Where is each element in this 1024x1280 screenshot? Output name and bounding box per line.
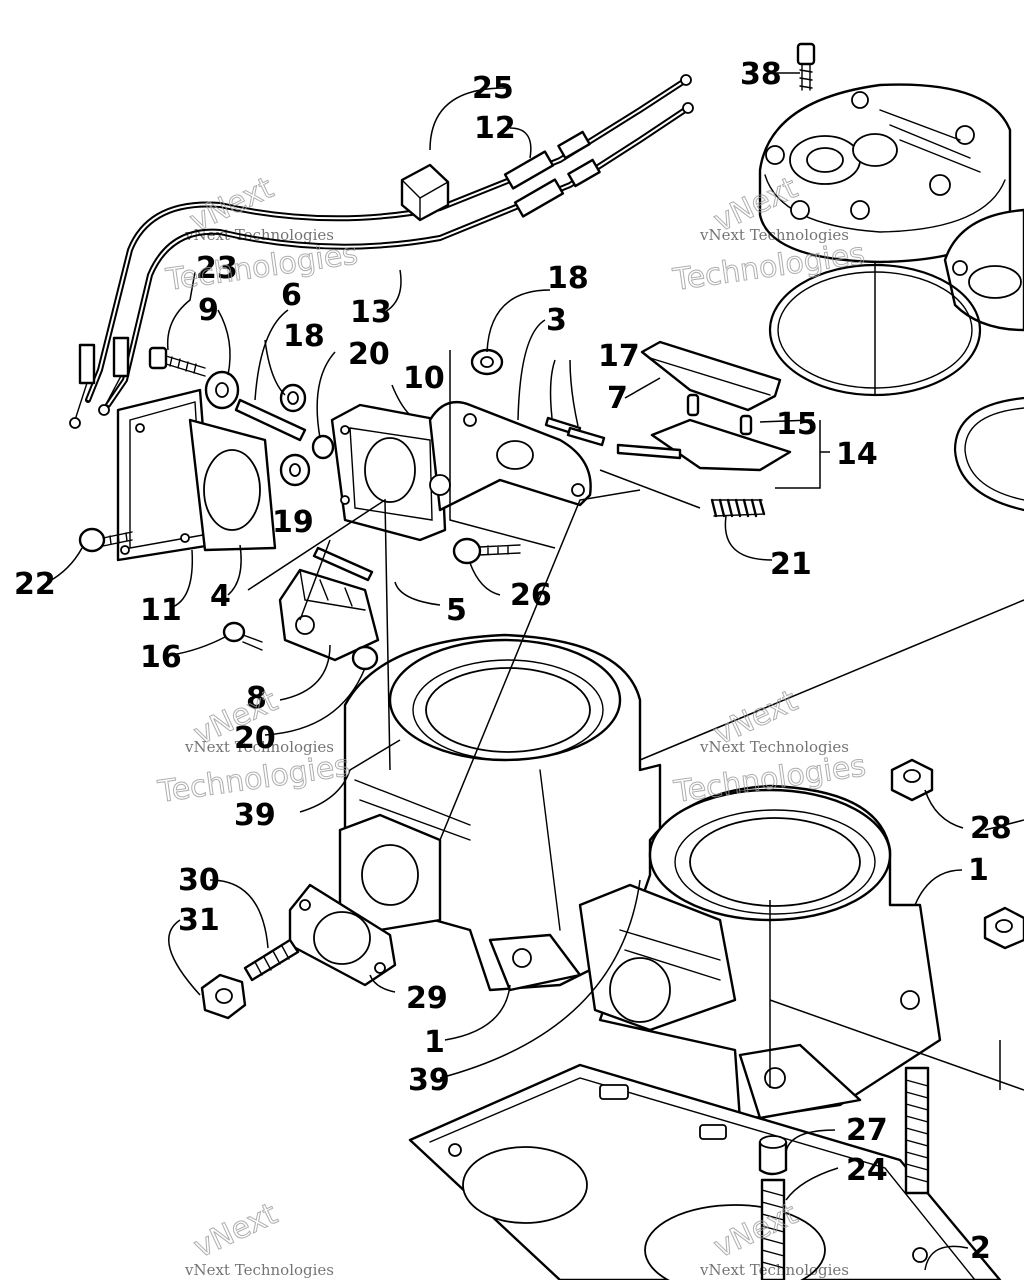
watermark-script: Technologies — [163, 236, 360, 298]
callout-24: 24 — [846, 1153, 888, 1188]
screw-16 — [222, 621, 263, 651]
head-bolt — [796, 42, 816, 91]
callout-8: 8 — [246, 681, 267, 716]
spring-21 — [710, 498, 766, 518]
bolt-26 — [452, 537, 521, 565]
callout-11: 11 — [140, 593, 182, 628]
callout-28: 28 — [970, 811, 1012, 846]
pin-15 — [739, 414, 753, 436]
watermark-text: vNext Technologies — [699, 226, 849, 244]
watermark-script: vNext — [189, 1196, 283, 1265]
cylinder-front — [578, 784, 942, 1122]
callout-39-lower: 39 — [408, 1063, 450, 1098]
washer-9 — [204, 370, 240, 410]
bushing-18-left — [279, 383, 307, 413]
callout-18-top: 18 — [547, 261, 589, 296]
leader-lines — [47, 72, 1024, 1271]
callout-22: 22 — [14, 567, 56, 602]
callout-13: 13 — [350, 295, 392, 330]
callout-15: 15 — [776, 407, 818, 442]
callout-17: 17 — [598, 339, 640, 374]
watermark-text: vNext Technologies — [184, 738, 334, 756]
dowel-27 — [758, 1135, 788, 1176]
callout-5: 5 — [446, 593, 467, 628]
shaft-6 — [234, 398, 307, 442]
callout-30: 30 — [178, 863, 220, 898]
callout-1-right: 1 — [968, 853, 989, 888]
washer-19 — [279, 453, 311, 487]
callout-4: 4 — [210, 579, 231, 614]
callout-18-left: 18 — [283, 319, 325, 354]
watermark-script: Technologies — [670, 236, 867, 298]
gasket-4 — [188, 418, 277, 552]
callout-2: 2 — [970, 1231, 991, 1266]
pins-17 — [544, 416, 606, 447]
cylinder-head — [758, 83, 1024, 332]
callout-39-upper: 39 — [234, 798, 276, 833]
callout-29: 29 — [406, 981, 448, 1016]
valve-plate-7 — [640, 340, 782, 412]
valve-cover-3 — [428, 400, 592, 512]
callout-14: 14 — [836, 437, 878, 472]
callout-9: 9 — [198, 293, 219, 328]
callout-1-left: 1 — [424, 1025, 445, 1060]
callout-20-bottom: 20 — [234, 721, 276, 756]
watermark-text: vNext Technologies — [699, 738, 849, 756]
cable-clip — [400, 163, 450, 222]
valve-block-8 — [278, 568, 380, 662]
callout-31: 31 — [178, 903, 220, 938]
stud-30 — [243, 938, 300, 982]
cylinder-rear — [338, 633, 662, 992]
valve-14 — [616, 393, 792, 472]
callout-38: 38 — [740, 57, 782, 92]
callout-25: 25 — [472, 71, 514, 106]
callout-16: 16 — [140, 640, 182, 675]
valve-housing-10 — [330, 403, 447, 542]
pin-20-lower — [351, 645, 379, 671]
bolt-22 — [78, 527, 133, 553]
nuts-28 — [890, 758, 1024, 950]
bushing-18-right — [470, 348, 504, 376]
watermark-text: vNext Technologies — [184, 1261, 334, 1279]
callout-23: 23 — [196, 251, 238, 286]
callout-26: 26 — [510, 578, 552, 613]
head-gaskets — [768, 262, 1024, 512]
nut-31 — [200, 973, 247, 1020]
callout-3: 3 — [546, 303, 567, 338]
callout-labels: 25 12 38 23 6 9 13 18 3 18 20 17 10 7 15… — [14, 57, 1012, 1266]
callout-6: 6 — [281, 278, 302, 313]
pin-5 — [312, 546, 374, 582]
watermark-text: vNext Technologies — [184, 226, 334, 244]
bolt-23 — [148, 346, 206, 377]
callout-10: 10 — [403, 361, 445, 396]
watermark-text: vNext Technologies — [699, 1261, 849, 1279]
callout-21: 21 — [770, 547, 812, 582]
callout-12: 12 — [474, 111, 516, 146]
callout-7: 7 — [607, 381, 628, 416]
stud-24 — [760, 1066, 930, 1280]
throttle-cable-assembly — [69, 74, 694, 429]
callout-19: 19 — [272, 505, 314, 540]
callout-27: 27 — [846, 1113, 888, 1148]
pin-20-upper — [311, 434, 335, 460]
callout-20-top: 20 — [348, 337, 390, 372]
exhaust-gasket-29 — [288, 883, 397, 987]
